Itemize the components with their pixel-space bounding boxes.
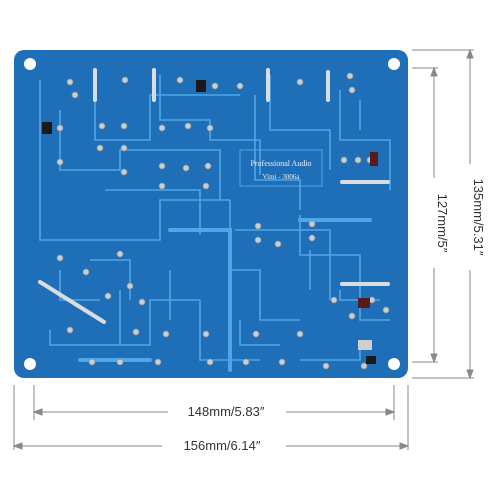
silkscreen-line-1: Professional Audio: [250, 159, 311, 168]
pcb-jumpers: [38, 68, 390, 324]
board-body: [14, 50, 408, 378]
mounting-hole-bottom-right: [388, 358, 400, 370]
silkscreen-label: Professional Audio Vimi - 3006a: [239, 149, 323, 187]
mounting-hole-top-left: [24, 58, 36, 70]
outer-height-label: 135mm/5.31″: [471, 179, 486, 256]
mounting-hole-bottom-left: [24, 358, 36, 370]
pcb-board: Professional Audio Vimi - 3006a: [14, 50, 408, 378]
pcb-solder-pads: [44, 72, 390, 370]
inner-height-label: 127mm/5″: [435, 194, 450, 253]
pcb-components: [42, 80, 378, 364]
mounting-hole-top-right: [388, 58, 400, 70]
inner-width-label: 148mm/5.83″: [188, 404, 265, 419]
outer-width-label: 156mm/6.14″: [184, 438, 261, 453]
silkscreen-line-2: Vimi - 3006a: [263, 173, 301, 181]
dimension-lines: [12, 48, 474, 450]
